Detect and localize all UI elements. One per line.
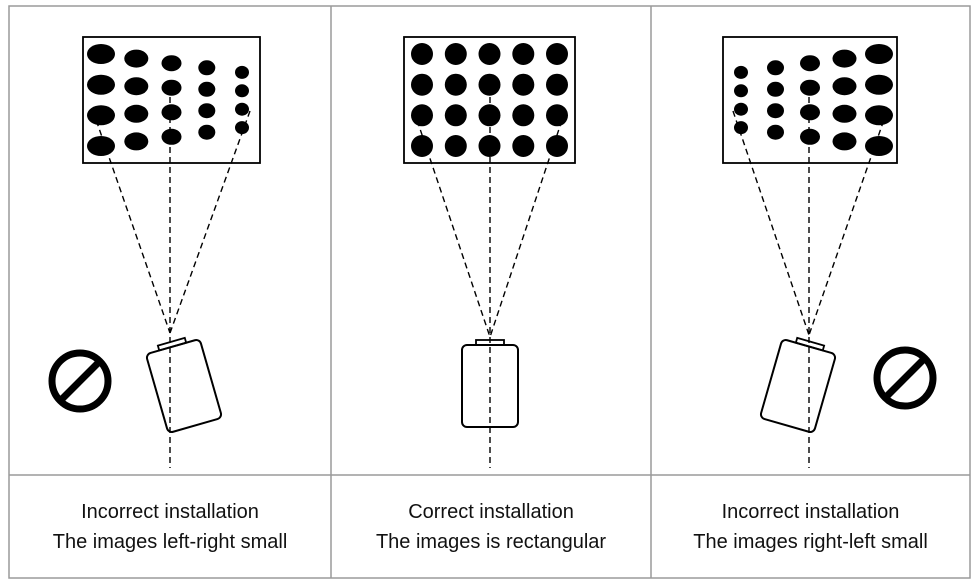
projection-dot [512, 135, 535, 157]
projection-dot [546, 104, 568, 127]
prohibited-ring [873, 346, 937, 410]
camera-lens [475, 339, 505, 346]
projection-dot [832, 104, 857, 123]
projection-dot [800, 104, 820, 121]
projection-dot [87, 74, 115, 95]
projection-dot [478, 73, 501, 96]
projection-dot [546, 43, 568, 65]
projection-dot [444, 104, 467, 127]
projection-dot [444, 135, 467, 157]
projection-dot [512, 73, 535, 96]
projection-dot [767, 124, 784, 140]
projection-dot [512, 43, 535, 65]
projection-dot [767, 81, 784, 97]
prohibited-icon [48, 349, 112, 413]
prohibited-slash [58, 359, 102, 403]
projection-dot [411, 135, 433, 157]
camera-icon [759, 336, 837, 433]
projection-dot [235, 84, 249, 98]
projection-dot [865, 44, 893, 64]
projection-dot [87, 105, 115, 126]
caption-right: Incorrect installation The images right-… [651, 476, 970, 578]
panel-incorrect-right [722, 36, 937, 468]
projection-dot [478, 104, 501, 127]
projection-dot [87, 44, 115, 64]
caption-left-title: Incorrect installation [81, 501, 259, 523]
projection-dot [478, 135, 501, 157]
projection-dot [198, 124, 216, 140]
projection-dot [411, 43, 433, 65]
projection-dot [734, 102, 748, 116]
projection-dot [198, 60, 216, 76]
projection-dot [124, 49, 149, 68]
outer-frame [8, 5, 971, 579]
projection-dot [161, 79, 182, 96]
projection-dot [161, 55, 182, 72]
projection-dot [800, 55, 820, 72]
projection-dot [444, 43, 467, 65]
projection-dot [235, 65, 249, 79]
caption-center-detail: The images is rectangular [375, 531, 607, 553]
camera-icon [461, 339, 519, 428]
projection-dot [124, 104, 149, 123]
caption-right-title: Incorrect installation [721, 501, 900, 523]
projection-dot [832, 132, 857, 151]
projection-dot [734, 84, 748, 98]
caption-left-detail: The images left-right small [52, 531, 288, 553]
projection-dot [865, 136, 893, 156]
panel-correct [403, 36, 576, 468]
camera-lens [156, 336, 188, 352]
projection-dot [235, 102, 249, 116]
projection-dot [800, 128, 820, 145]
projection-dot [767, 60, 784, 76]
projection-dot [865, 74, 893, 95]
projection-dot [767, 103, 784, 119]
caption-center-title: Correct installation [408, 501, 574, 523]
caption-right-detail: The images right-left small [693, 531, 928, 553]
projection-dot [161, 104, 182, 121]
camera-body [759, 339, 837, 433]
projection-dot [411, 104, 433, 127]
caption-left: Incorrect installation The images left-r… [9, 476, 331, 578]
projection-dot [124, 132, 149, 151]
projection-dot [198, 103, 216, 119]
camera-icon [145, 336, 223, 433]
projection-dot [161, 128, 182, 145]
projection-dot [865, 105, 893, 126]
caption-center: Correct installation The images is recta… [331, 476, 651, 578]
projection-dot [832, 49, 857, 68]
projection-dot [411, 73, 433, 96]
projection-dot [198, 81, 216, 97]
panel-incorrect-left [48, 36, 261, 468]
projection-dot [734, 121, 748, 135]
camera-body [145, 339, 223, 433]
projection-dot [124, 77, 149, 96]
prohibited-ring [48, 349, 112, 413]
camera-lens [794, 336, 826, 352]
projection-dot [546, 73, 568, 96]
projection-dot [832, 77, 857, 96]
projection-dot [87, 136, 115, 156]
projection-dot [478, 43, 501, 65]
prohibited-slash [883, 356, 927, 400]
prohibited-icon [873, 346, 937, 410]
projection-dot [734, 65, 748, 79]
projection-dot [444, 73, 467, 96]
projection-dot [512, 104, 535, 127]
projection-dot [546, 135, 568, 157]
projection-ray-left [92, 110, 171, 334]
projection-dot [800, 79, 820, 96]
